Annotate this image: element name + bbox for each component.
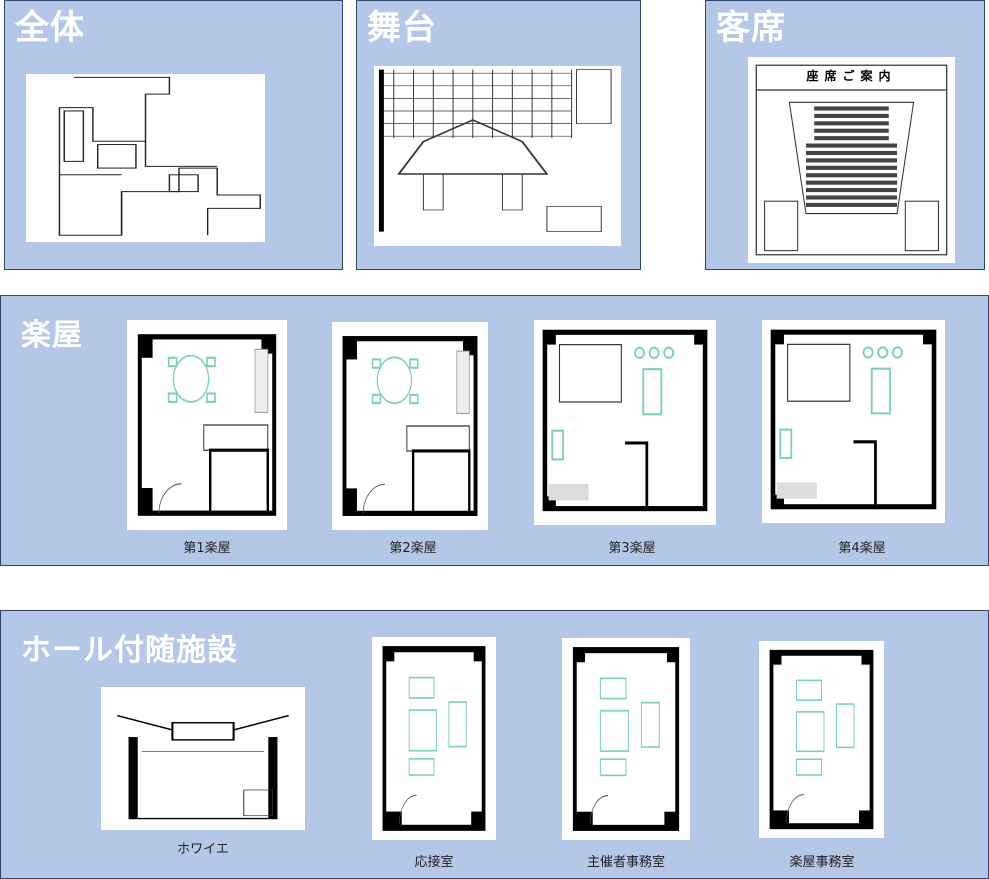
seating-chart-heading: 座席ご案内	[806, 69, 897, 83]
section-title: 舞台	[367, 8, 437, 48]
seats-drawing	[755, 64, 948, 256]
stage-drawing	[378, 69, 612, 232]
section-title: 客席	[716, 8, 786, 48]
wide-drawing	[770, 329, 937, 510]
dressing-room-2-plan[interactable]	[332, 322, 488, 530]
section-title: 楽屋	[21, 318, 83, 353]
wide-drawing	[542, 329, 708, 512]
tall-drawing	[382, 646, 486, 831]
foyer-drawing	[116, 714, 290, 820]
dressing-room-1-caption: 第1楽屋	[183, 541, 231, 556]
stage-plan-image[interactable]	[374, 66, 621, 246]
dressing-room-3-plan[interactable]	[534, 320, 716, 525]
reception-room-caption: 応接室	[414, 855, 454, 870]
section-title: ホール付随施設	[21, 633, 238, 668]
dressing-room-2-caption: 第2楽屋	[389, 541, 437, 556]
dressing-office-plan[interactable]	[759, 641, 884, 838]
foyer-plan[interactable]	[101, 687, 305, 830]
tall-drawing	[572, 647, 680, 831]
room-drawing	[137, 334, 277, 516]
dressing-room-1-plan[interactable]	[127, 320, 287, 530]
overall-floor-plan-image[interactable]	[26, 74, 265, 242]
organizer-office-plan[interactable]	[562, 638, 690, 840]
foyer-caption: ホワイエ	[177, 842, 229, 857]
section-title: 全体	[15, 8, 85, 48]
room-drawing	[342, 336, 478, 516]
tall-drawing	[769, 649, 874, 830]
dressing-room-4-caption: 第4楽屋	[838, 541, 886, 556]
site-drawing	[58, 76, 261, 236]
dressing-room-4-plan[interactable]	[762, 320, 945, 523]
seating-chart-image[interactable]: 座席ご案内	[748, 57, 955, 263]
dressing-office-caption: 楽屋事務室	[789, 855, 855, 870]
reception-room-plan[interactable]	[372, 637, 496, 840]
dressing-room-3-caption: 第3楽屋	[608, 541, 656, 556]
organizer-office-caption: 主催者事務室	[586, 855, 665, 870]
